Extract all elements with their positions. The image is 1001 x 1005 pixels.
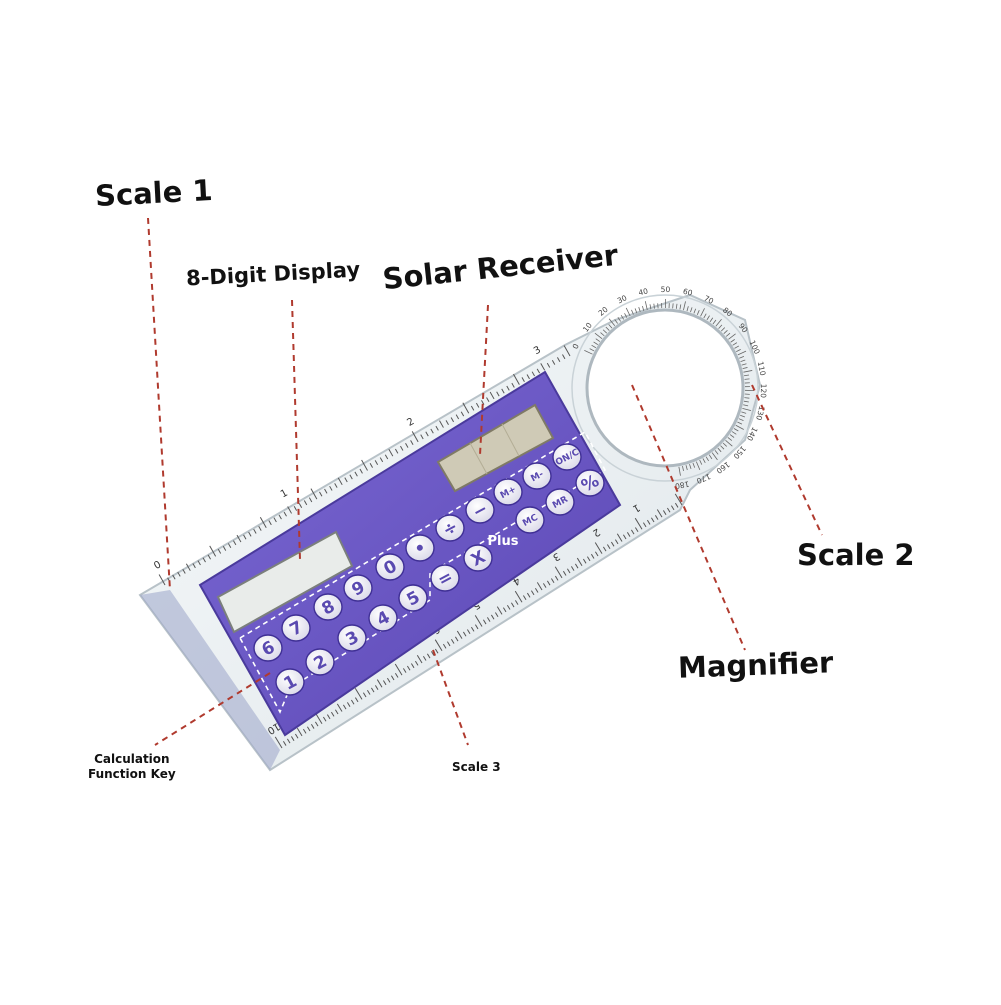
calc-key[interactable]: 8: [314, 594, 342, 620]
calc-key[interactable]: 9: [344, 575, 372, 601]
magnifier-lens: [587, 310, 743, 466]
calc-key[interactable]: MC: [516, 507, 544, 533]
calc-key[interactable]: 4: [369, 605, 397, 631]
protractor-number: 40: [638, 286, 650, 297]
label-magnifier: Magnifier: [677, 645, 833, 684]
calc-key[interactable]: •: [406, 535, 434, 561]
calc-key[interactable]: =: [431, 565, 459, 591]
calc-key[interactable]: 1: [276, 669, 304, 695]
leader-scale-3: [433, 650, 468, 745]
scale-1-number: 3: [532, 345, 543, 358]
leader-scale-1: [148, 218, 170, 590]
scale-1-number: 0: [152, 559, 163, 572]
calc-key[interactable]: 7: [282, 615, 310, 641]
plus-label: Plus: [488, 534, 519, 549]
calc-key[interactable]: 0: [376, 554, 404, 580]
calc-key[interactable]: M-: [523, 463, 551, 489]
scale-1-number: 1: [279, 488, 290, 501]
label-calc-key: Calculation Function Key: [88, 752, 176, 782]
calc-key[interactable]: MR: [546, 489, 574, 515]
protractor-number: 20: [597, 305, 610, 318]
scale-1-number: 2: [405, 416, 416, 429]
calc-key[interactable]: 5: [399, 585, 427, 611]
protractor-tick: [745, 379, 750, 380]
calc-key[interactable]: −: [466, 497, 494, 523]
label-calc-key-line1: Calculation: [94, 752, 170, 766]
calc-key[interactable]: 6: [254, 635, 282, 661]
label-scale-1: Scale 1: [94, 173, 213, 213]
label-scale-3: Scale 3: [452, 760, 501, 775]
calc-key[interactable]: %: [576, 470, 604, 497]
protractor-number: 120: [759, 384, 768, 399]
calc-key[interactable]: ON/C: [553, 444, 581, 470]
calc-key[interactable]: ÷: [436, 515, 464, 541]
leader-scale-2: [752, 385, 822, 535]
calc-key[interactable]: M+: [494, 479, 522, 505]
calc-key[interactable]: 2: [306, 649, 334, 675]
label-calc-key-line2: Function Key: [88, 767, 176, 781]
label-scale-2: Scale 2: [797, 538, 915, 572]
protractor-number: 50: [661, 285, 671, 294]
calc-key[interactable]: 3: [338, 625, 366, 651]
